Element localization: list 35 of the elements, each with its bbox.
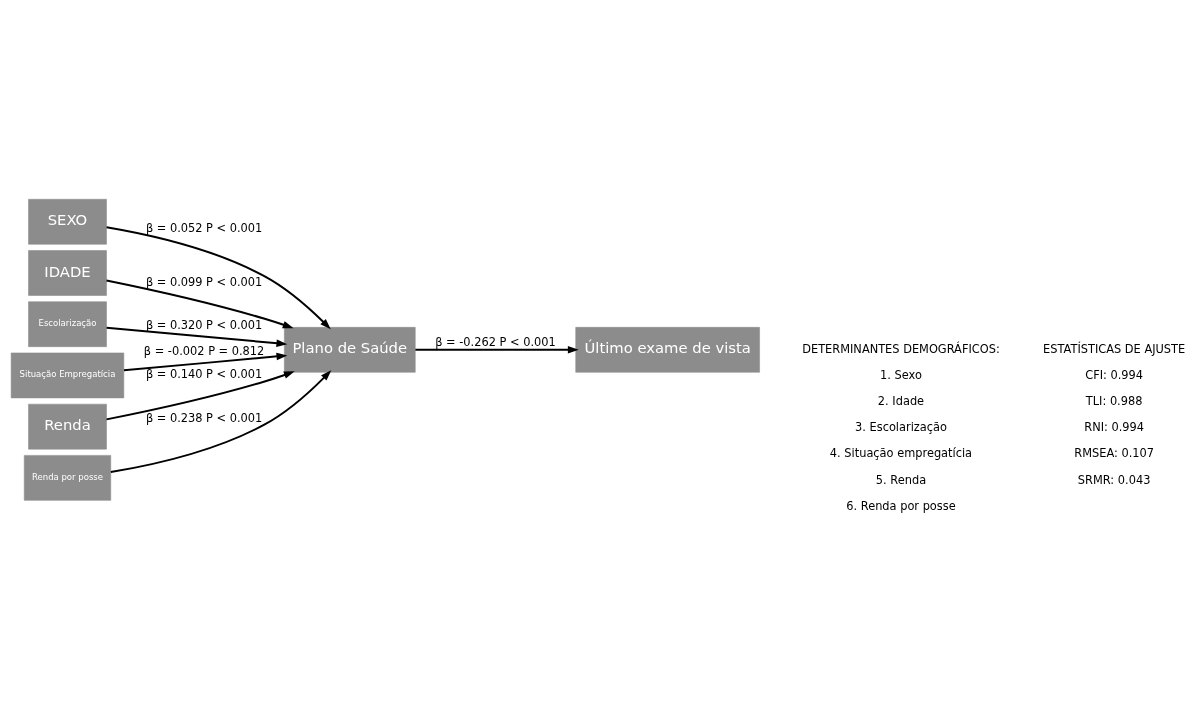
edge-label: β = 0.099 P < 0.001 (145, 275, 263, 290)
edge-label: β = -0.262 P < 0.001 (435, 335, 556, 350)
arrow (414, 346, 579, 354)
edge-label: β = 0.052 P < 0.001 (145, 221, 263, 235)
arrow (105, 326, 288, 347)
label: 2. Idade (877, 394, 925, 409)
label: 4. Situação empregatícia (829, 446, 973, 461)
arrow (109, 370, 332, 474)
label: ESTATÍSTICAS DE AJUSTE (1043, 341, 1186, 356)
label: 1. Sexo (880, 367, 922, 382)
edge-label: β = -0.002 P = 0.812 (143, 343, 265, 358)
node-box: Renda por posse (23, 455, 112, 501)
label: CFI: 0.994 (1085, 367, 1144, 382)
label: DETERMINANTES DEMOGRÁFICOS: (802, 341, 1000, 356)
arrow (105, 279, 294, 329)
node-box: SEXO (28, 199, 107, 245)
node-box: Renda (28, 403, 107, 450)
node-box: IDADE (28, 250, 107, 296)
label: 3. Escolarização (855, 420, 947, 435)
edge-label: β = 0.238 P < 0.001 (145, 410, 263, 425)
node-box: Escolarização (28, 301, 107, 347)
label: RMSEA: 0.107 (1074, 446, 1154, 461)
label: SRMR: 0.043 (1077, 472, 1151, 487)
edge-label: β = 0.140 P < 0.001 (145, 367, 263, 382)
arrow (105, 371, 295, 421)
node-box: Plano de Saúde (284, 327, 416, 373)
label: RNI: 0.994 (1084, 420, 1145, 435)
arrow (105, 226, 331, 330)
label: TLI: 0.988 (1085, 394, 1143, 409)
label: 6. Renda por posse (846, 498, 956, 513)
node-box: Último exame de vista (575, 327, 760, 373)
label: 5. Renda (875, 472, 927, 487)
node-box: Situação Empregatícia (10, 352, 125, 399)
edge-label: β = 0.320 P < 0.001 (145, 317, 263, 332)
arrow (122, 352, 288, 372)
